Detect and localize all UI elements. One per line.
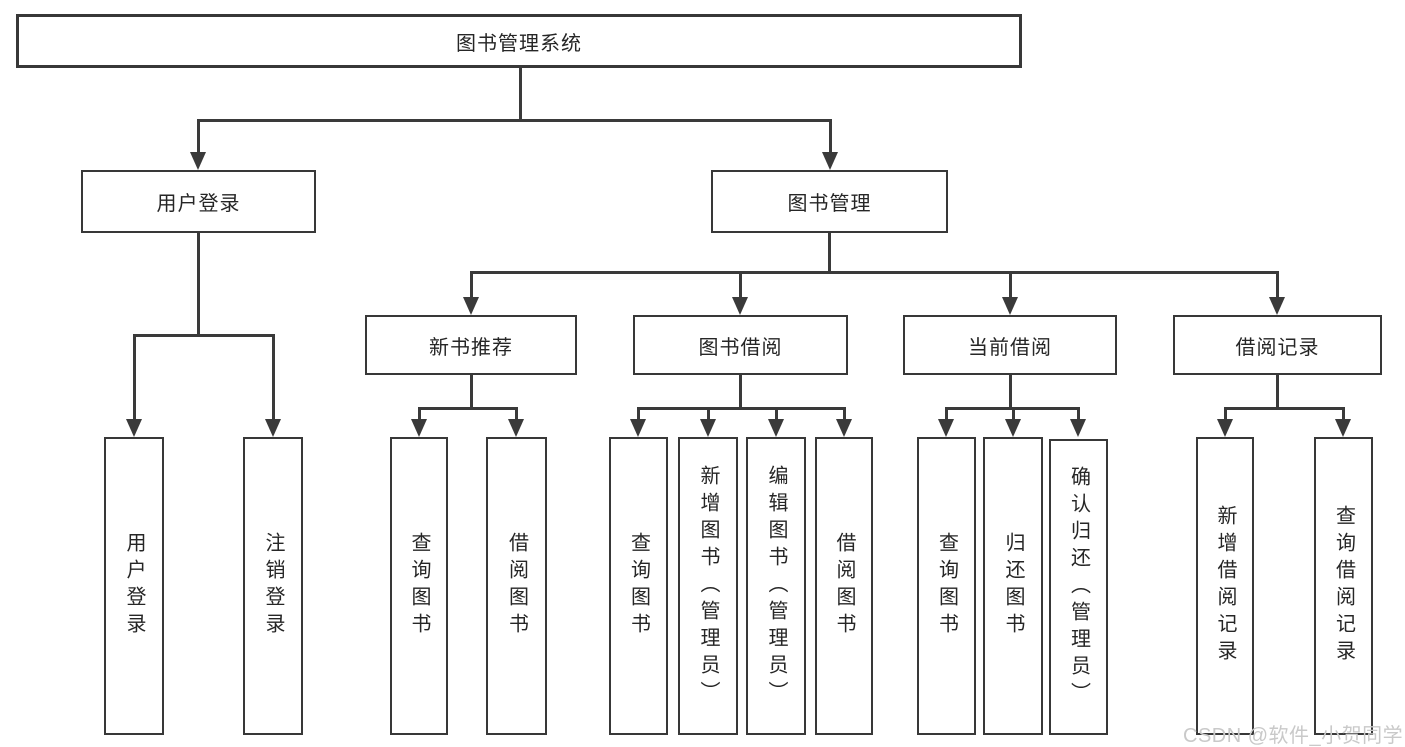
arrowhead-icon bbox=[1335, 419, 1351, 437]
leaf-query-borrow-record: 查询借阅记录 bbox=[1314, 437, 1373, 735]
connector-line-vertical bbox=[1275, 375, 1279, 410]
leaf-return-books: 归还图书 bbox=[983, 437, 1043, 735]
node-label: 借阅记录 bbox=[1235, 336, 1320, 359]
connector-line-vertical bbox=[1275, 270, 1279, 299]
node-label: 查询图书 bbox=[627, 532, 650, 640]
node-book-borrowing: 图书借阅 bbox=[633, 315, 848, 375]
arrowhead-icon bbox=[732, 297, 748, 315]
watermark: CSDN @软件_小贺同学 bbox=[1183, 725, 1404, 747]
node-label: 图书借阅 bbox=[698, 336, 783, 359]
leaf-query-books: 查询图书 bbox=[609, 437, 668, 735]
node-label: 查询借阅记录 bbox=[1332, 505, 1355, 667]
arrowhead-icon bbox=[630, 419, 646, 437]
node-label: 确认归还（管理员） bbox=[1067, 465, 1090, 709]
arrowhead-icon bbox=[768, 419, 784, 437]
node-label: 借阅图书 bbox=[833, 532, 855, 640]
leaf-add-borrow-record: 新增借阅记录 bbox=[1196, 437, 1254, 735]
arrowhead-icon bbox=[411, 419, 427, 437]
connector-line-vertical bbox=[944, 406, 948, 421]
leaf-logout: 注销登录 bbox=[243, 437, 303, 735]
leaf-edit-books-admin: 编辑图书（管理员） bbox=[746, 437, 806, 735]
node-label: 查询图书 bbox=[408, 532, 430, 640]
connector-line-vertical bbox=[1011, 406, 1015, 421]
connector-line-vertical bbox=[271, 333, 275, 421]
node-label: 查询图书 bbox=[935, 532, 958, 640]
connector-line-horizontal bbox=[636, 406, 846, 410]
connector-line-vertical bbox=[738, 375, 742, 410]
arrowhead-icon bbox=[836, 419, 852, 437]
leaf-borrow-books-recommend: 借阅图书 bbox=[486, 437, 547, 735]
arrowhead-icon bbox=[822, 152, 838, 170]
node-label: 图书管理系统 bbox=[456, 32, 582, 55]
connector-line-vertical bbox=[828, 118, 832, 154]
node-label: 编辑图书（管理员） bbox=[765, 464, 787, 708]
connector-line-vertical bbox=[738, 270, 742, 299]
node-label: 当前借阅 bbox=[968, 336, 1052, 359]
leaf-add-books-admin: 新增图书（管理员） bbox=[678, 437, 738, 735]
connector-line-vertical bbox=[417, 406, 421, 421]
arrowhead-icon bbox=[265, 419, 281, 437]
connector-line-vertical bbox=[196, 118, 200, 154]
node-user-login: 用户登录 bbox=[81, 170, 316, 233]
leaf-confirm-return-admin: 确认归还（管理员） bbox=[1049, 439, 1108, 735]
node-borrowing-records: 借阅记录 bbox=[1173, 315, 1382, 375]
connector-line-vertical bbox=[1008, 375, 1012, 410]
arrowhead-icon bbox=[700, 419, 716, 437]
node-book-management: 图书管理 bbox=[711, 170, 948, 233]
connector-line-vertical bbox=[1008, 270, 1012, 299]
node-label: 新增借阅记录 bbox=[1214, 505, 1236, 667]
connector-line-vertical bbox=[518, 68, 522, 122]
connector-line-vertical bbox=[774, 406, 778, 421]
connector-line-vertical bbox=[842, 406, 846, 421]
arrowhead-icon bbox=[508, 419, 524, 437]
connector-line-vertical bbox=[1341, 406, 1345, 421]
arrowhead-icon bbox=[1005, 419, 1021, 437]
arrowhead-icon bbox=[1269, 297, 1285, 315]
connector-line-vertical bbox=[1076, 406, 1080, 421]
connector-line-vertical bbox=[514, 406, 518, 421]
connector-line-vertical bbox=[827, 233, 831, 274]
node-label: 新书推荐 bbox=[429, 336, 513, 359]
node-label: 新增图书（管理员） bbox=[697, 464, 719, 708]
leaf-query-books-current: 查询图书 bbox=[917, 437, 976, 735]
node-label: 用户登录 bbox=[156, 193, 241, 215]
arrowhead-icon bbox=[126, 419, 142, 437]
node-root-library-system: 图书管理系统 bbox=[16, 14, 1022, 68]
node-label: 用户登录 bbox=[123, 532, 145, 640]
connector-line-vertical bbox=[1223, 406, 1227, 421]
connector-line-vertical bbox=[132, 333, 136, 421]
connector-line-vertical bbox=[196, 233, 200, 337]
node-label: 注销登录 bbox=[262, 532, 284, 640]
arrowhead-icon bbox=[463, 297, 479, 315]
leaf-query-books-recommend: 查询图书 bbox=[390, 437, 448, 735]
node-label: 借阅图书 bbox=[505, 532, 528, 640]
leaf-borrow-books: 借阅图书 bbox=[815, 437, 873, 735]
arrowhead-icon bbox=[1217, 419, 1233, 437]
connector-line-horizontal bbox=[417, 406, 518, 410]
node-label: 归还图书 bbox=[1002, 532, 1024, 640]
connector-line-vertical bbox=[469, 270, 473, 299]
connector-line-horizontal bbox=[132, 333, 275, 337]
arrowhead-icon bbox=[190, 152, 206, 170]
arrowhead-icon bbox=[938, 419, 954, 437]
connector-line-vertical bbox=[636, 406, 640, 421]
node-current-borrowing: 当前借阅 bbox=[903, 315, 1117, 375]
connector-line-horizontal bbox=[469, 270, 1279, 274]
node-new-book-recommend: 新书推荐 bbox=[365, 315, 577, 375]
node-label: 图书管理 bbox=[787, 193, 872, 215]
leaf-user-login: 用户登录 bbox=[104, 437, 164, 735]
connector-line-vertical bbox=[469, 375, 473, 410]
connector-line-horizontal bbox=[1223, 406, 1345, 410]
connector-line-horizontal bbox=[196, 118, 832, 122]
arrowhead-icon bbox=[1070, 419, 1086, 437]
connector-line-vertical bbox=[706, 406, 710, 421]
arrowhead-icon bbox=[1002, 297, 1018, 315]
